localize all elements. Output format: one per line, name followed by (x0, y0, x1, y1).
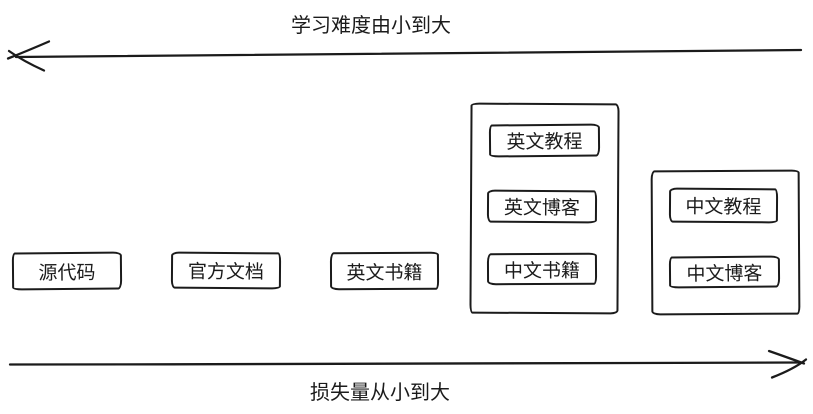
box-english-blogs-label: 英文博客 (503, 197, 581, 220)
loss-arrow-line (8, 361, 801, 366)
box-official-docs: 官方文档 (170, 251, 282, 290)
box-english-tutorials-label: 英文教程 (506, 131, 583, 154)
box-source-code-label: 源代码 (38, 262, 96, 284)
difficulty-arrow-line (14, 48, 803, 59)
box-english-tutorials: 英文教程 (488, 123, 601, 158)
loss-arrow (8, 349, 808, 379)
loss-arrowhead-lower (770, 358, 808, 379)
box-chinese-books: 中文书籍 (486, 252, 598, 286)
top-axis-label: 学习难度由小到大 (291, 15, 451, 37)
box-chinese-tutorials-label: 中文教程 (685, 196, 762, 219)
box-official-docs-label: 官方文档 (187, 261, 265, 284)
box-chinese-books-label: 中文书籍 (503, 260, 581, 282)
box-chinese-blogs: 中文博客 (668, 255, 781, 289)
loss-arrowhead-upper (767, 349, 806, 365)
box-english-blogs: 英文博客 (486, 189, 598, 224)
box-chinese-tutorials: 中文教程 (668, 187, 779, 224)
difficulty-arrowhead-upper (6, 40, 51, 60)
box-chinese-blogs-label: 中文博客 (686, 263, 763, 285)
box-english-books-label: 英文书籍 (346, 262, 423, 284)
box-source-code: 源代码 (11, 251, 123, 291)
difficulty-arrow (6, 40, 803, 72)
bottom-axis-label: 损失量从小到大 (310, 382, 450, 404)
box-english-books: 英文书籍 (329, 251, 440, 291)
difficulty-arrowhead-lower (7, 49, 46, 72)
